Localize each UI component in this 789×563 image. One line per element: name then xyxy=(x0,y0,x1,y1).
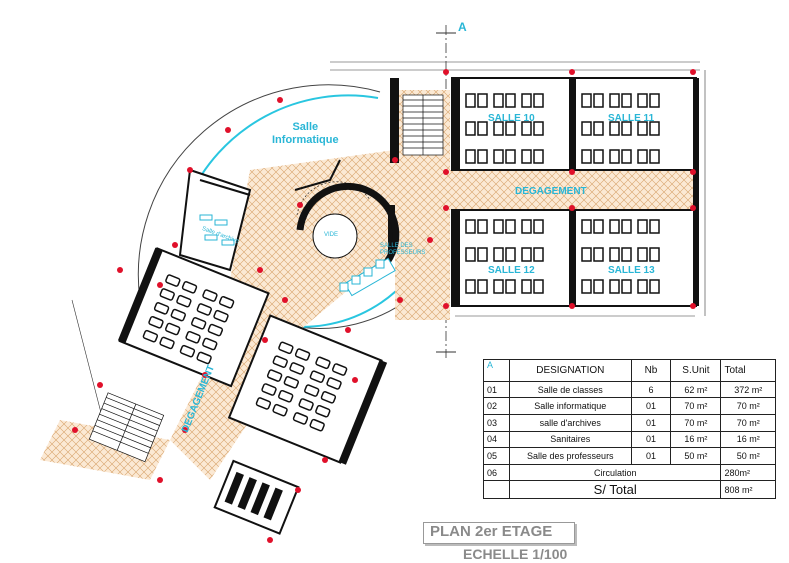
subtotal-spacer xyxy=(483,480,510,499)
row-designation: Salle informatique xyxy=(508,397,632,415)
row-total-area: 16 m² xyxy=(720,430,776,449)
subtotal-value: 808 m² xyxy=(720,480,776,499)
room-label-salle-13: SALLE 13 xyxy=(608,265,655,276)
row-designation: Salle de classes xyxy=(508,380,632,399)
spiral-stair xyxy=(296,181,400,273)
plan-title: PLAN 2er ETAGE xyxy=(430,523,553,540)
row-designation: salle d'archives xyxy=(508,413,632,432)
table-row: 02 Salle informatique 01 70 m² 70 m² xyxy=(483,397,776,415)
room-label-professeurs: SALLE DES PROFESSEURS xyxy=(380,243,426,256)
column-markers xyxy=(72,69,696,543)
row-number: 01 xyxy=(483,380,510,399)
row-number: 06 xyxy=(483,463,510,482)
professors-table xyxy=(339,257,396,297)
header-total: Total xyxy=(720,359,776,382)
row-designation: Sanitaires xyxy=(508,430,632,449)
table-header-row: A DESIGNATION Nb S.Unit Total xyxy=(483,359,776,382)
header-sunit: S.Unit xyxy=(670,359,722,382)
cyan-arc-1 xyxy=(187,94,379,201)
circulation-row: 06 Circulation 280m² xyxy=(483,463,776,482)
dimension-lines xyxy=(71,61,706,441)
area-schedule-table: A DESIGNATION Nb S.Unit Total 01 Salle d… xyxy=(483,359,776,499)
walls xyxy=(388,78,699,306)
row-unit-area: 70 m² xyxy=(670,397,722,415)
archive-shelves xyxy=(199,214,235,246)
room-label-salle-10: SALLE 10 xyxy=(488,113,535,124)
row-number: 02 xyxy=(483,397,510,415)
title-frame xyxy=(423,522,575,544)
row-count: 01 xyxy=(630,413,672,432)
row-designation: Salle des professeurs xyxy=(508,447,632,465)
outer-arc xyxy=(137,84,381,301)
staircase-top xyxy=(402,94,444,156)
row-count: 01 xyxy=(630,447,672,465)
left-classroom-block xyxy=(117,247,388,465)
staircase-bottom-left xyxy=(88,392,165,463)
table-row: 03 salle d'archives 01 70 m² 70 m² xyxy=(483,413,776,432)
header-designation: DESIGNATION xyxy=(508,359,632,382)
row-count: 01 xyxy=(630,397,672,415)
row-unit-area: 16 m² xyxy=(670,430,722,449)
plan-scale: ECHELLE 1/100 xyxy=(463,546,568,562)
row-count: 6 xyxy=(630,380,672,399)
room-label-informatique: Salle Informatique xyxy=(272,121,339,146)
table-row: 04 Sanitaires 01 16 m² 16 m² xyxy=(483,430,776,449)
room-label-salle-12: SALLE 12 xyxy=(488,265,535,276)
section-marker-top: A xyxy=(458,20,467,34)
table-row: 05 Salle des professeurs 01 50 m² 50 m² xyxy=(483,447,776,465)
subtotal-label: S/ Total xyxy=(508,480,722,499)
subtotal-row: S/ Total 808 m² xyxy=(483,480,776,499)
header-nb: Nb xyxy=(630,359,672,382)
void-label: VIDE xyxy=(324,232,339,238)
sanitary-block xyxy=(213,459,300,535)
row-total-area: 70 m² xyxy=(720,413,776,432)
row-number: 04 xyxy=(483,430,510,449)
table-row: 01 Salle de classes 6 62 m² 372 m² xyxy=(483,380,776,399)
circulation-total: 280m² xyxy=(720,463,776,482)
corridor-areas xyxy=(40,90,695,480)
row-number: 03 xyxy=(483,413,510,432)
row-unit-area: 62 m² xyxy=(670,380,722,399)
row-unit-area: 50 m² xyxy=(670,447,722,465)
row-total-area: 70 m² xyxy=(720,397,776,415)
row-number: 05 xyxy=(483,447,510,465)
section-marker-legend: A xyxy=(483,359,510,382)
row-count: 01 xyxy=(630,430,672,449)
row-unit-area: 70 m² xyxy=(670,413,722,432)
room-label-salle-11: SALLE 11 xyxy=(608,113,655,124)
circulation-label: Circulation xyxy=(508,463,722,482)
row-total-area: 50 m² xyxy=(720,447,776,465)
corridor-label-top: DEGAGEMENT xyxy=(515,186,587,197)
row-total-area: 372 m² xyxy=(720,380,776,399)
